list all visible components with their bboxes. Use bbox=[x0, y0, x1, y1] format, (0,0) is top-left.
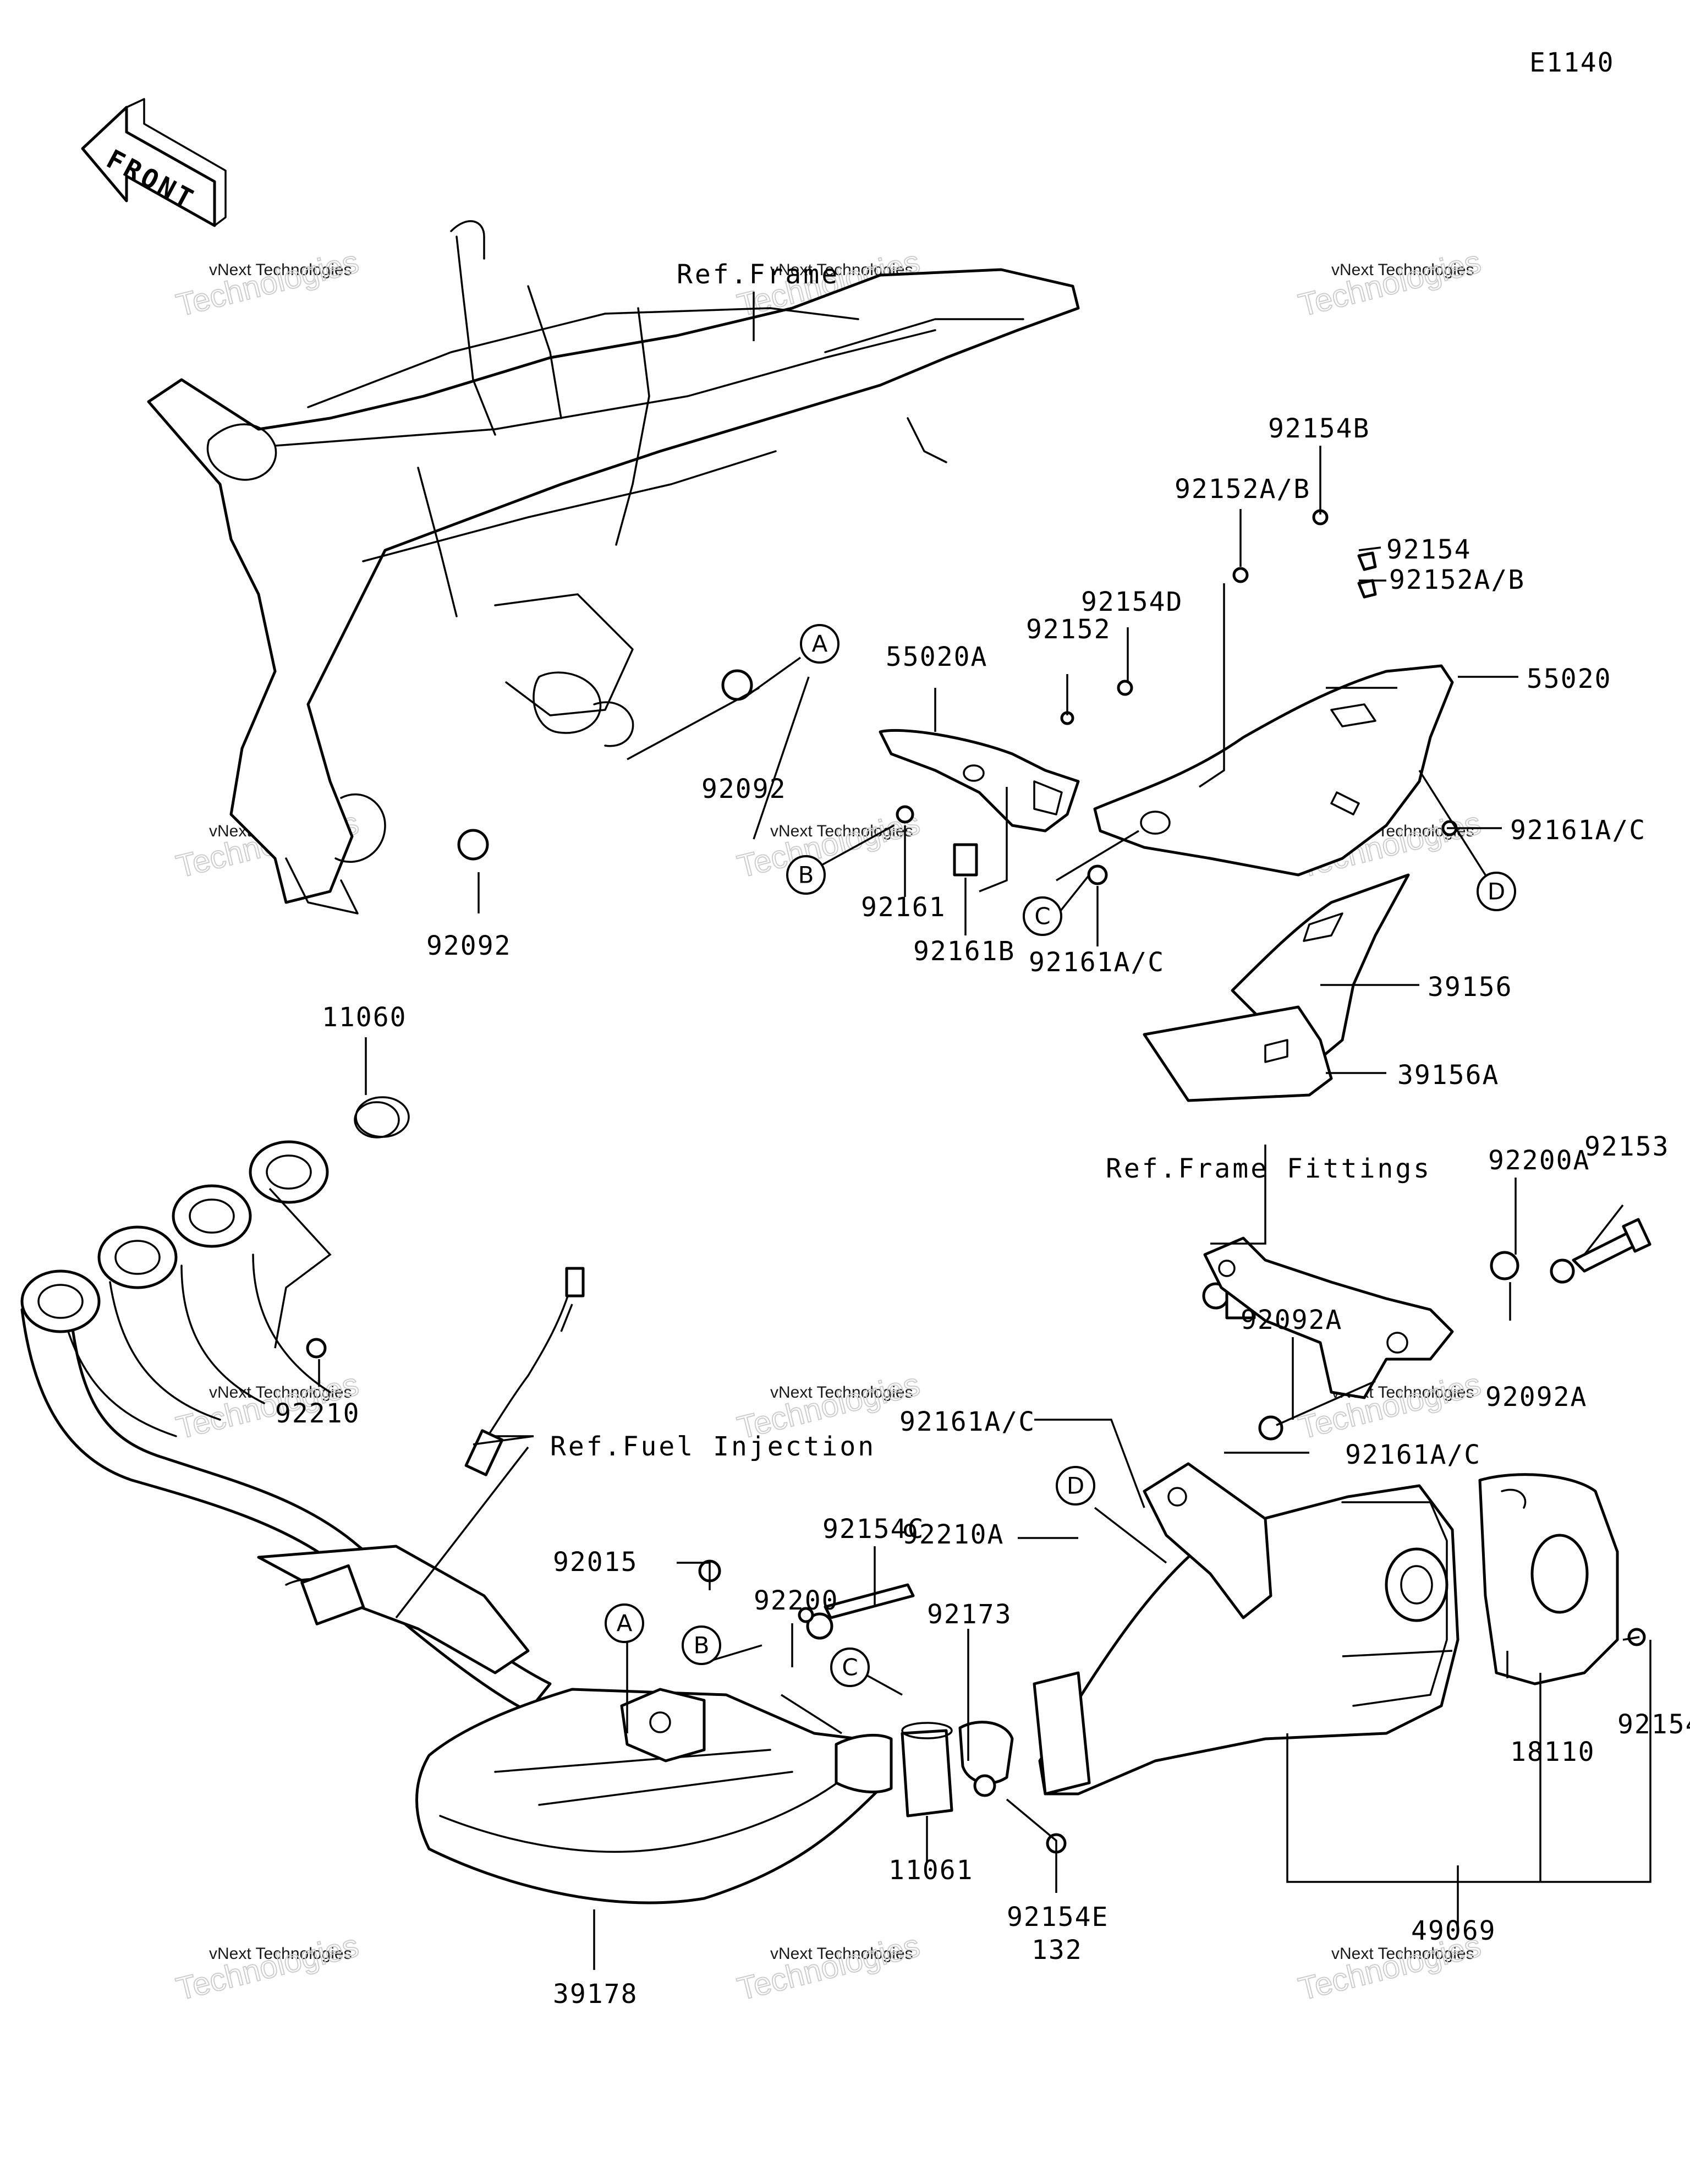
part-label-92152AB: 92152A/B bbox=[1389, 565, 1525, 595]
ref-frame-label: Ref.Frame bbox=[677, 259, 839, 290]
watermark-outline: Technologies bbox=[173, 1928, 362, 2007]
watermark-text: vNext Technologies bbox=[770, 1945, 913, 1963]
guard-hardware bbox=[457, 509, 1458, 885]
watermark-text: vNext Technologies bbox=[209, 1383, 352, 1402]
callout-b-upper: B bbox=[786, 855, 826, 895]
watermark-outline: Technologies bbox=[734, 1928, 923, 2007]
callout-a-label: A bbox=[812, 631, 828, 658]
callout-d-lower: D bbox=[1056, 1466, 1095, 1506]
part-label-92161: 92161 bbox=[861, 892, 946, 923]
callout-a-lower: A bbox=[605, 1603, 644, 1643]
watermark-outline: Technologies bbox=[173, 244, 362, 324]
callout-a-upper: A bbox=[800, 624, 839, 664]
part-label-92161AC: 92161A/C bbox=[1345, 1439, 1481, 1470]
part-label-92152: 92152 bbox=[1026, 614, 1111, 645]
callout-c-upper: C bbox=[1023, 896, 1062, 936]
part-label-49069: 49069 bbox=[1411, 1915, 1496, 1946]
part-label-92154B: 92154B bbox=[1268, 413, 1370, 444]
part-label-92154D: 92154D bbox=[1081, 587, 1183, 617]
part-label-92200: 92200 bbox=[754, 1585, 839, 1616]
front-arrow-icon: FRONT bbox=[81, 98, 227, 227]
callout-b-label: B bbox=[798, 862, 814, 889]
callout-c-label: C bbox=[1034, 903, 1050, 930]
part-label-55020A: 55020A bbox=[886, 642, 987, 672]
part-label-11060: 11060 bbox=[322, 1002, 407, 1033]
part-label-55020: 55020 bbox=[1527, 664, 1612, 694]
callout-d-upper: D bbox=[1477, 872, 1516, 911]
figure-code: E1140 bbox=[1529, 47, 1615, 78]
watermark-text: vNext Technologies bbox=[1331, 1945, 1474, 1963]
exhaust-joint bbox=[698, 1559, 1067, 1854]
leader-lines bbox=[268, 446, 1651, 1970]
callout-d-label: D bbox=[1488, 878, 1505, 905]
watermark-outline: Technologies bbox=[1295, 244, 1484, 324]
part-label-18110: 18110 bbox=[1510, 1737, 1595, 1767]
part-label-92161AC: 92161A/C bbox=[899, 1406, 1035, 1437]
part-label-39156A: 39156A bbox=[1397, 1060, 1499, 1091]
part-label-39178: 39178 bbox=[553, 1979, 638, 2010]
part-label-92154A: 92154A bbox=[1617, 1709, 1690, 1740]
part-label-92092A: 92092A bbox=[1485, 1382, 1587, 1413]
part-label-92092: 92092 bbox=[701, 774, 787, 804]
ref-fuel-injection-label: Ref.Fuel Injection bbox=[550, 1431, 876, 1462]
part-label-92154: 92154 bbox=[1386, 534, 1472, 565]
watermark-outline: Technologies bbox=[734, 805, 923, 885]
part-label-132: 132 bbox=[1031, 1935, 1083, 1966]
heat-guard-55020 bbox=[1093, 664, 1454, 877]
part-label-92210: 92210 bbox=[275, 1398, 360, 1429]
ref-frame-fittings-label: Ref.Frame Fittings bbox=[1106, 1153, 1431, 1184]
part-labels: 92092 92092 55020A 92152 92154D 92152A/B… bbox=[275, 413, 1690, 2010]
watermark-text: vNext Technologies bbox=[209, 261, 352, 279]
part-label-92154C: 92154C bbox=[822, 1514, 924, 1545]
heat-cover-39156 bbox=[1143, 873, 1410, 1102]
part-label-92152AB: 92152A/B bbox=[1175, 474, 1310, 505]
watermark-text: vNext Technologies bbox=[209, 1945, 352, 1963]
watermark-text: vNext Technologies bbox=[770, 822, 913, 840]
watermark-text: vNext Technologies bbox=[1331, 261, 1474, 279]
part-label-92161B: 92161B bbox=[913, 936, 1015, 967]
frame-assembly bbox=[147, 220, 1080, 915]
part-label-39156: 39156 bbox=[1428, 972, 1513, 1003]
watermark-text: vNext Technologies bbox=[770, 1383, 913, 1402]
part-label-11061: 11061 bbox=[888, 1855, 974, 1886]
callout-b-label: B bbox=[694, 1632, 710, 1659]
part-label-92173: 92173 bbox=[927, 1599, 1012, 1630]
part-label-92092: 92092 bbox=[426, 930, 512, 961]
callout-c-lower: C bbox=[830, 1647, 870, 1687]
part-label-92161AC: 92161A/C bbox=[1510, 815, 1646, 846]
callout-d-label: D bbox=[1067, 1473, 1084, 1499]
pre-chamber-39178 bbox=[415, 1688, 893, 1904]
part-label-92200A: 92200A bbox=[1488, 1145, 1590, 1176]
part-label-92153: 92153 bbox=[1584, 1131, 1670, 1162]
callout-b-lower: B bbox=[682, 1625, 721, 1665]
heat-guard-55020A bbox=[879, 729, 1080, 833]
part-label-92154E: 92154E bbox=[1007, 1902, 1109, 1933]
part-label-92092A: 92092A bbox=[1241, 1305, 1342, 1335]
exhaust-header bbox=[20, 1101, 552, 1713]
watermark-outline: Technologies bbox=[1295, 1366, 1484, 1446]
callout-a-label: A bbox=[617, 1610, 633, 1637]
frame-fitting-bracket bbox=[1203, 1218, 1651, 1399]
gasket-11060 bbox=[355, 1096, 410, 1138]
part-label-92015: 92015 bbox=[553, 1547, 638, 1578]
callout-c-label: C bbox=[842, 1654, 858, 1681]
part-label-92210A: 92210A bbox=[902, 1519, 1004, 1550]
part-label-92161AC: 92161A/C bbox=[1029, 947, 1165, 978]
